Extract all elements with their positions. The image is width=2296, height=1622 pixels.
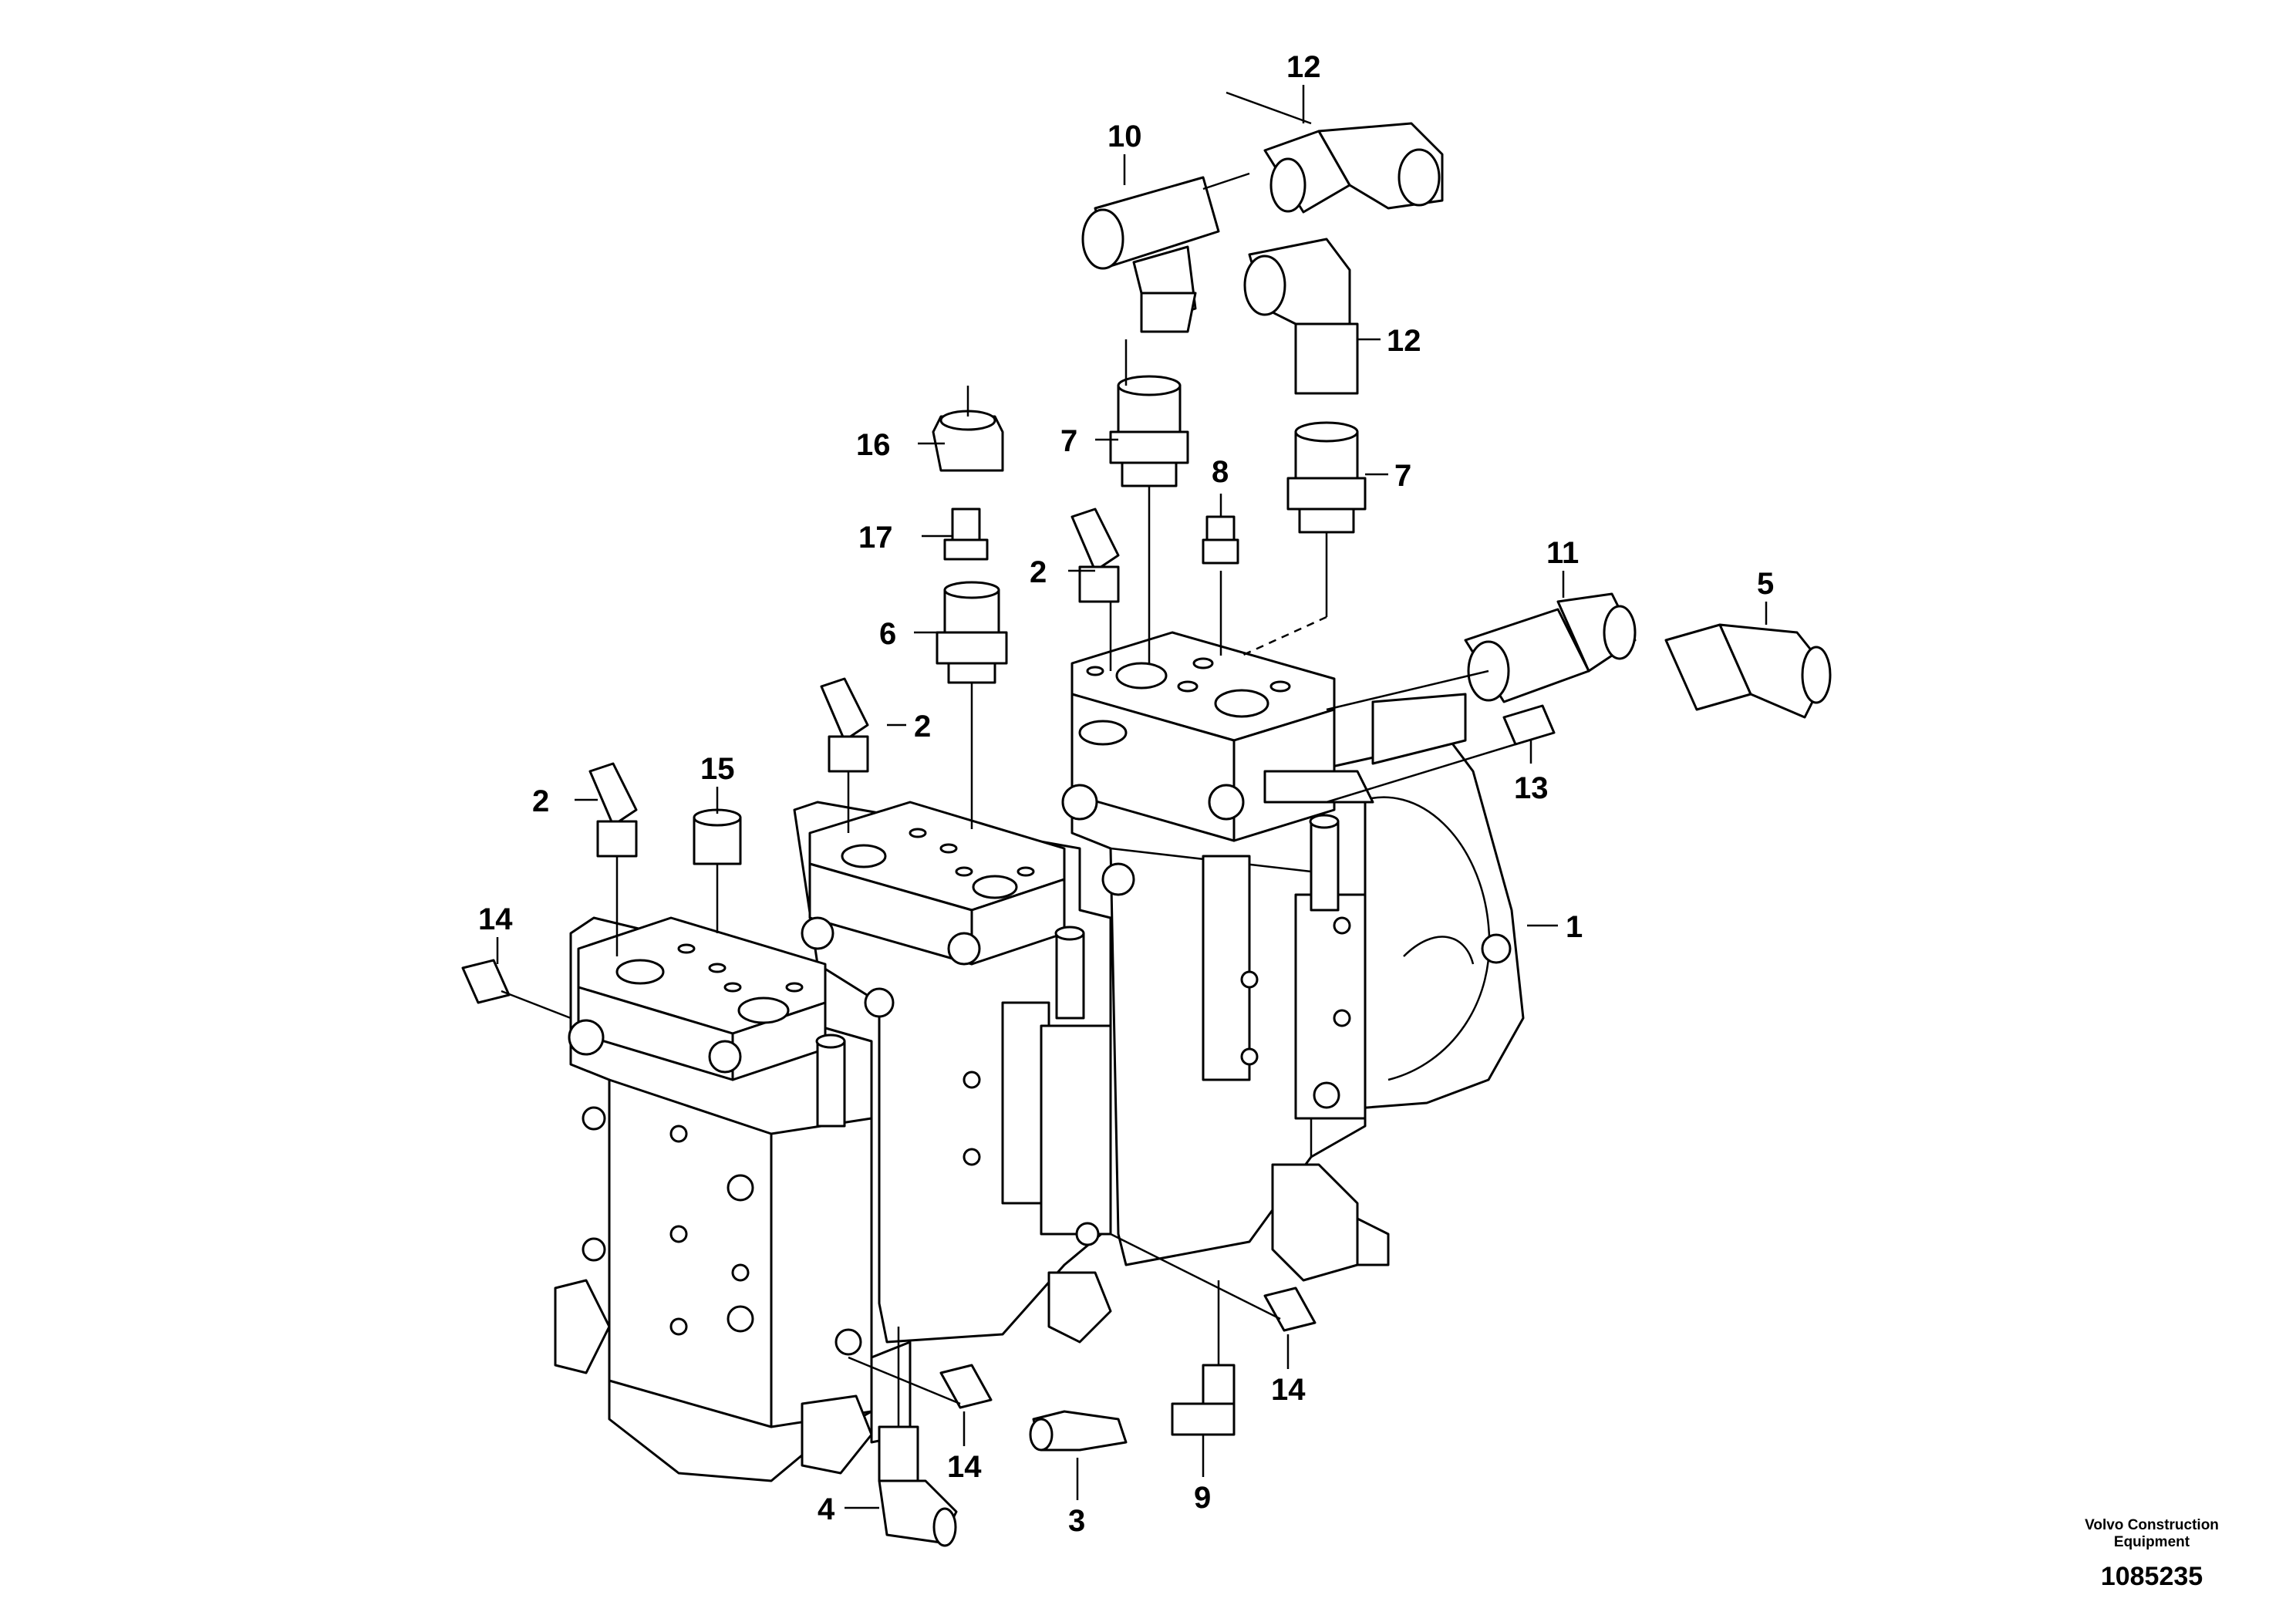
fitting-3 (1029, 1410, 1128, 1452)
elbow-fitting-12-upper (1263, 122, 1444, 214)
callout-6: 6 (879, 617, 896, 651)
fitting-9 (1171, 1364, 1236, 1436)
callout-5: 5 (1757, 567, 1774, 601)
callout-7: 7 (1060, 424, 1077, 458)
valve-section-front (554, 916, 912, 1482)
callout-11: 11 (1546, 536, 1579, 570)
fitting-14-right (1263, 1286, 1317, 1332)
callout-14: 14 (947, 1450, 982, 1484)
callout-13: 13 (1514, 771, 1549, 805)
elbow-fitting-12-lower (1243, 238, 1359, 395)
control-valve-assembly (554, 631, 1525, 1482)
adapter-7-left (1109, 375, 1189, 487)
callout-15: 15 (700, 752, 735, 786)
adapter-7-right (1286, 421, 1367, 534)
callout-16: 16 (856, 428, 891, 462)
callout-7: 7 (1394, 459, 1411, 493)
valve-section-rear (1061, 631, 1390, 1282)
callout-9: 9 (1194, 1481, 1211, 1515)
callout-10: 10 (1108, 120, 1142, 153)
brand-line-2: Equipment (2114, 1534, 2190, 1550)
adapter-6 (936, 581, 1008, 684)
callout-14: 14 (478, 902, 513, 936)
valve-section-middle (793, 801, 1112, 1344)
fitting-13 (1502, 704, 1556, 746)
callout-4: 4 (818, 1492, 835, 1526)
fitting-14-left (461, 959, 511, 1004)
callout-labels: 1 2 2 2 3 4 5 6 7 7 8 9 10 11 12 12 13 1… (478, 50, 1774, 1538)
elbow-fitting-11 (1464, 592, 1637, 703)
elbow-fitting-2-left (588, 762, 638, 858)
elbow-fitting-5 (1664, 623, 1832, 719)
nut-16 (932, 410, 1004, 472)
callout-14: 14 (1271, 1373, 1306, 1407)
fitting-14-bottom (939, 1364, 993, 1409)
plug-15 (693, 808, 742, 865)
callout-3: 3 (1068, 1504, 1085, 1538)
callout-17: 17 (858, 521, 893, 555)
brand-line-1: Volvo Construction (2085, 1517, 2219, 1533)
document-number: 1085235 (2101, 1562, 2203, 1591)
fittings (461, 122, 1832, 1547)
callout-8: 8 (1212, 455, 1229, 489)
callout-12: 12 (1286, 50, 1321, 84)
elbow-fitting-2-mid (820, 677, 869, 773)
callout-12: 12 (1387, 324, 1421, 358)
callout-2: 2 (1030, 555, 1047, 589)
callout-1: 1 (1566, 910, 1583, 944)
fitting-8 (1202, 515, 1239, 565)
fitting-17 (943, 508, 989, 561)
callout-2: 2 (532, 784, 549, 818)
tee-fitting-10 (1081, 176, 1220, 333)
footer: Volvo Construction Equipment 1085235 (2085, 1517, 2219, 1591)
elbow-fitting-4 (878, 1425, 958, 1547)
leader-lines (496, 85, 1768, 1509)
elbow-fitting-2-upper (1070, 508, 1120, 603)
callout-2: 2 (914, 710, 931, 744)
